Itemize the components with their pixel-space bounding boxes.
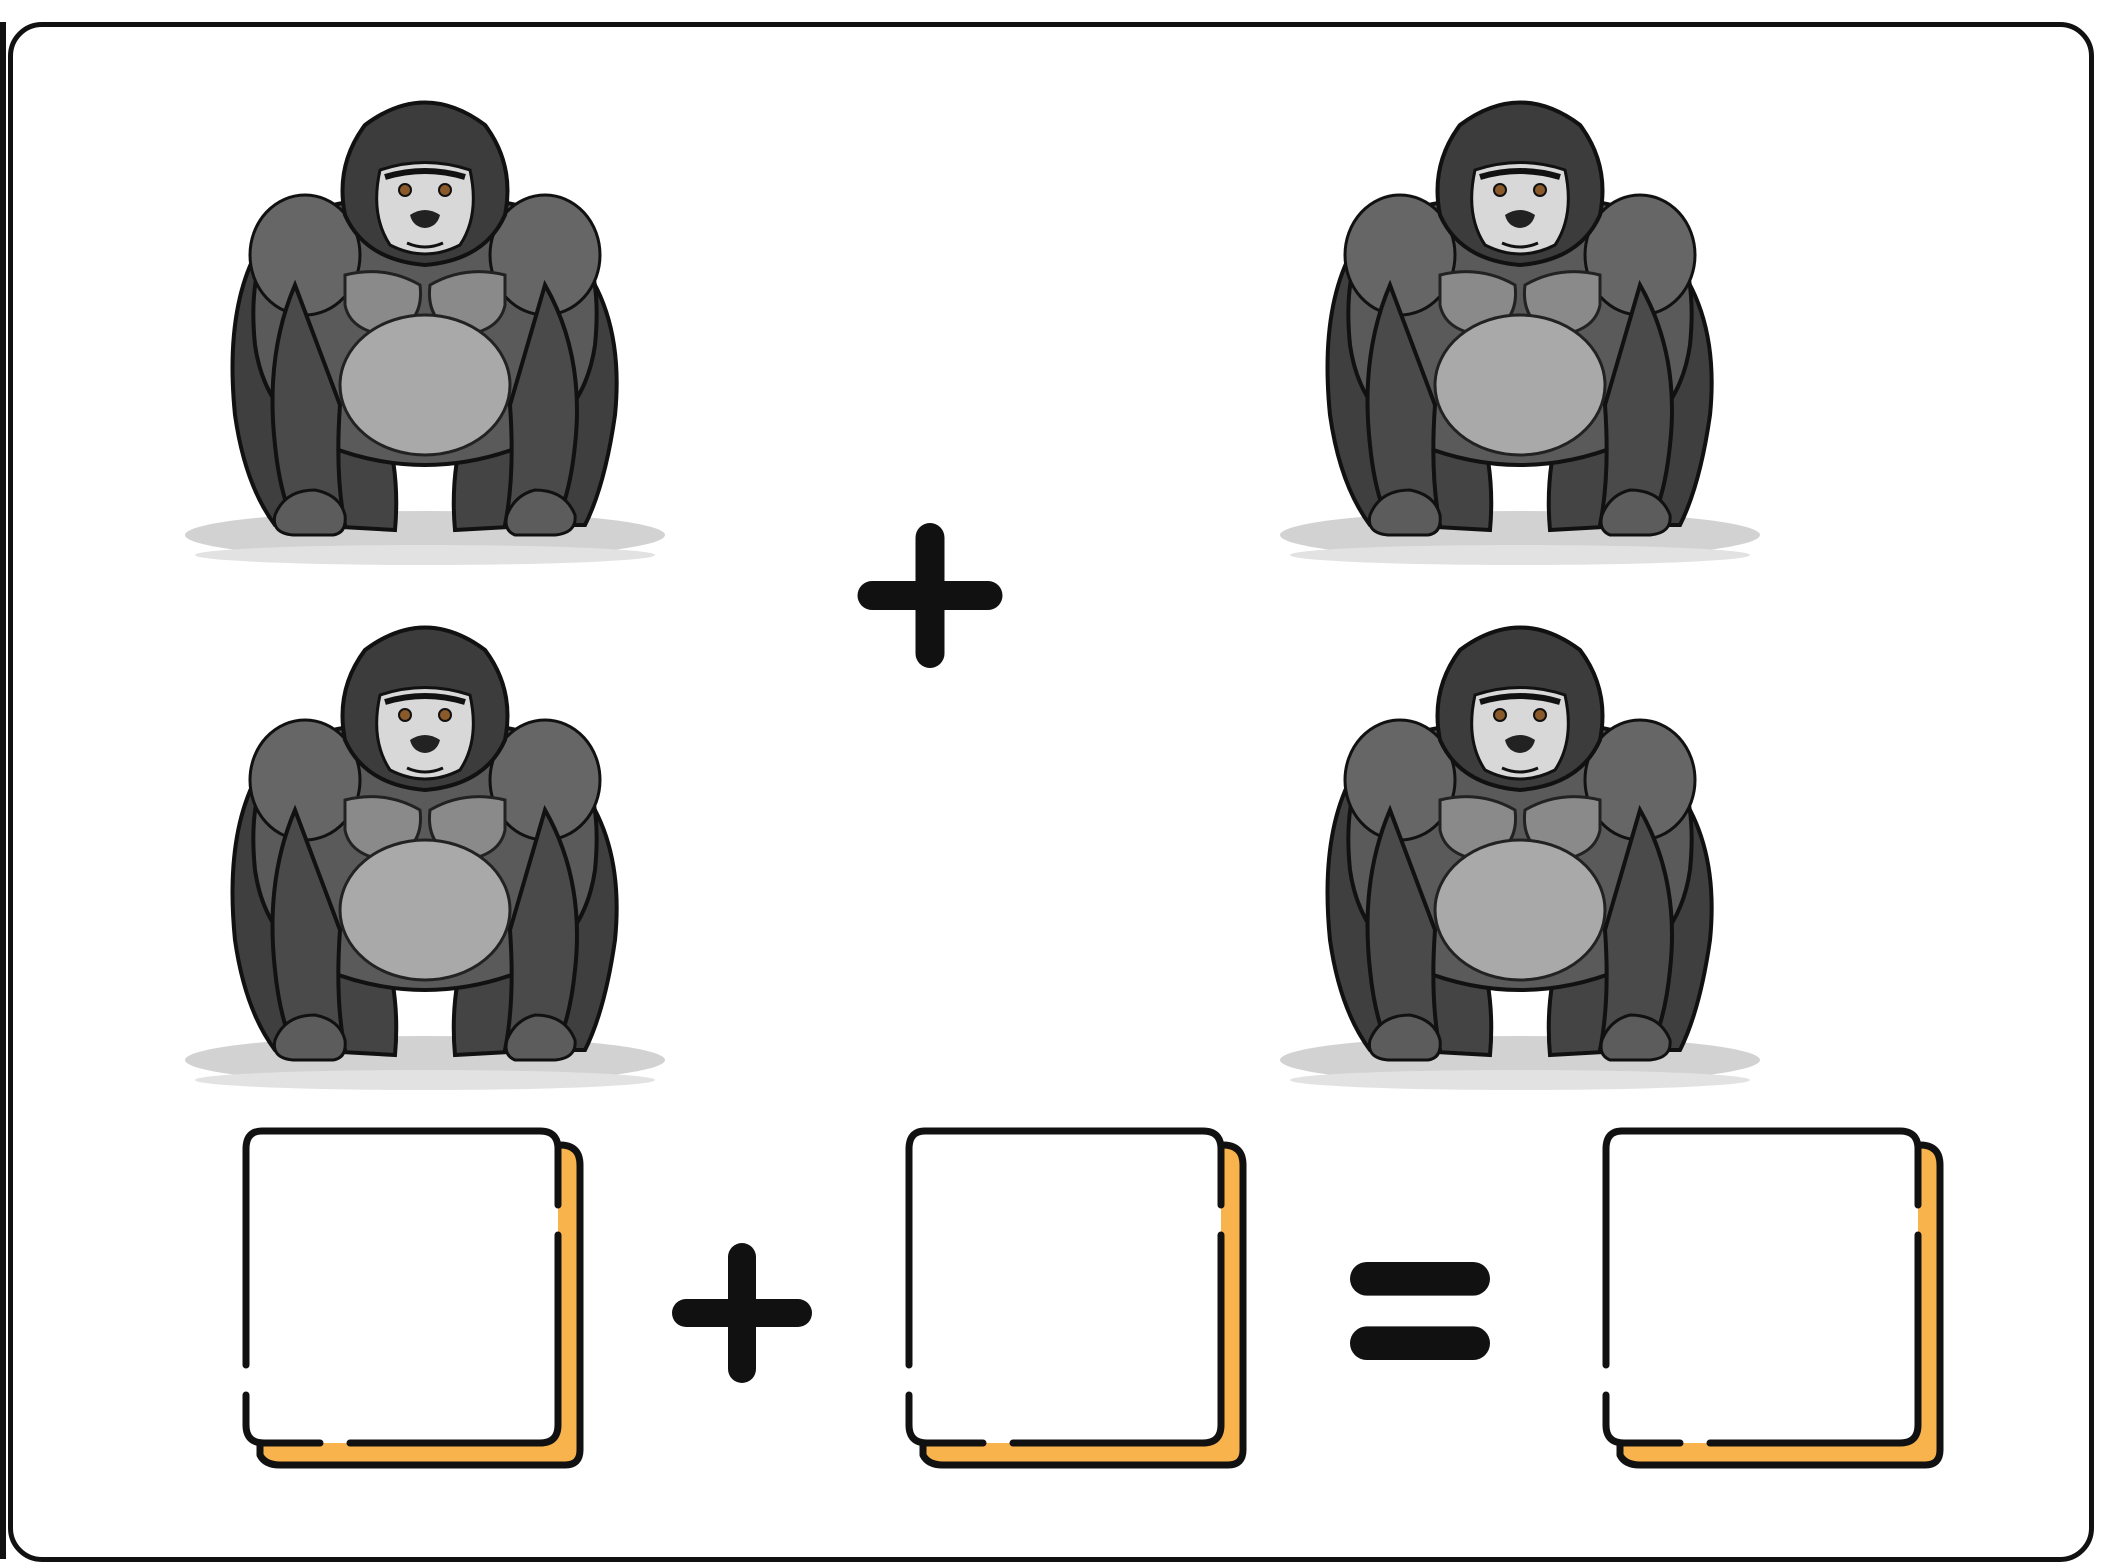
gorilla-icon: [1280, 610, 1760, 1100]
plus-icon: [855, 523, 1005, 668]
answer-box-second-addend[interactable]: [903, 1125, 1248, 1470]
answer-box-first-addend[interactable]: [240, 1125, 585, 1470]
page-left-edge: [0, 22, 6, 1559]
plus-icon: [672, 1243, 812, 1383]
equals-icon: [1350, 1262, 1490, 1360]
gorilla-icon: [1280, 85, 1760, 575]
gorilla-icon: [185, 85, 665, 575]
gorilla-icon: [185, 610, 665, 1100]
answer-box-sum[interactable]: [1600, 1125, 1945, 1470]
